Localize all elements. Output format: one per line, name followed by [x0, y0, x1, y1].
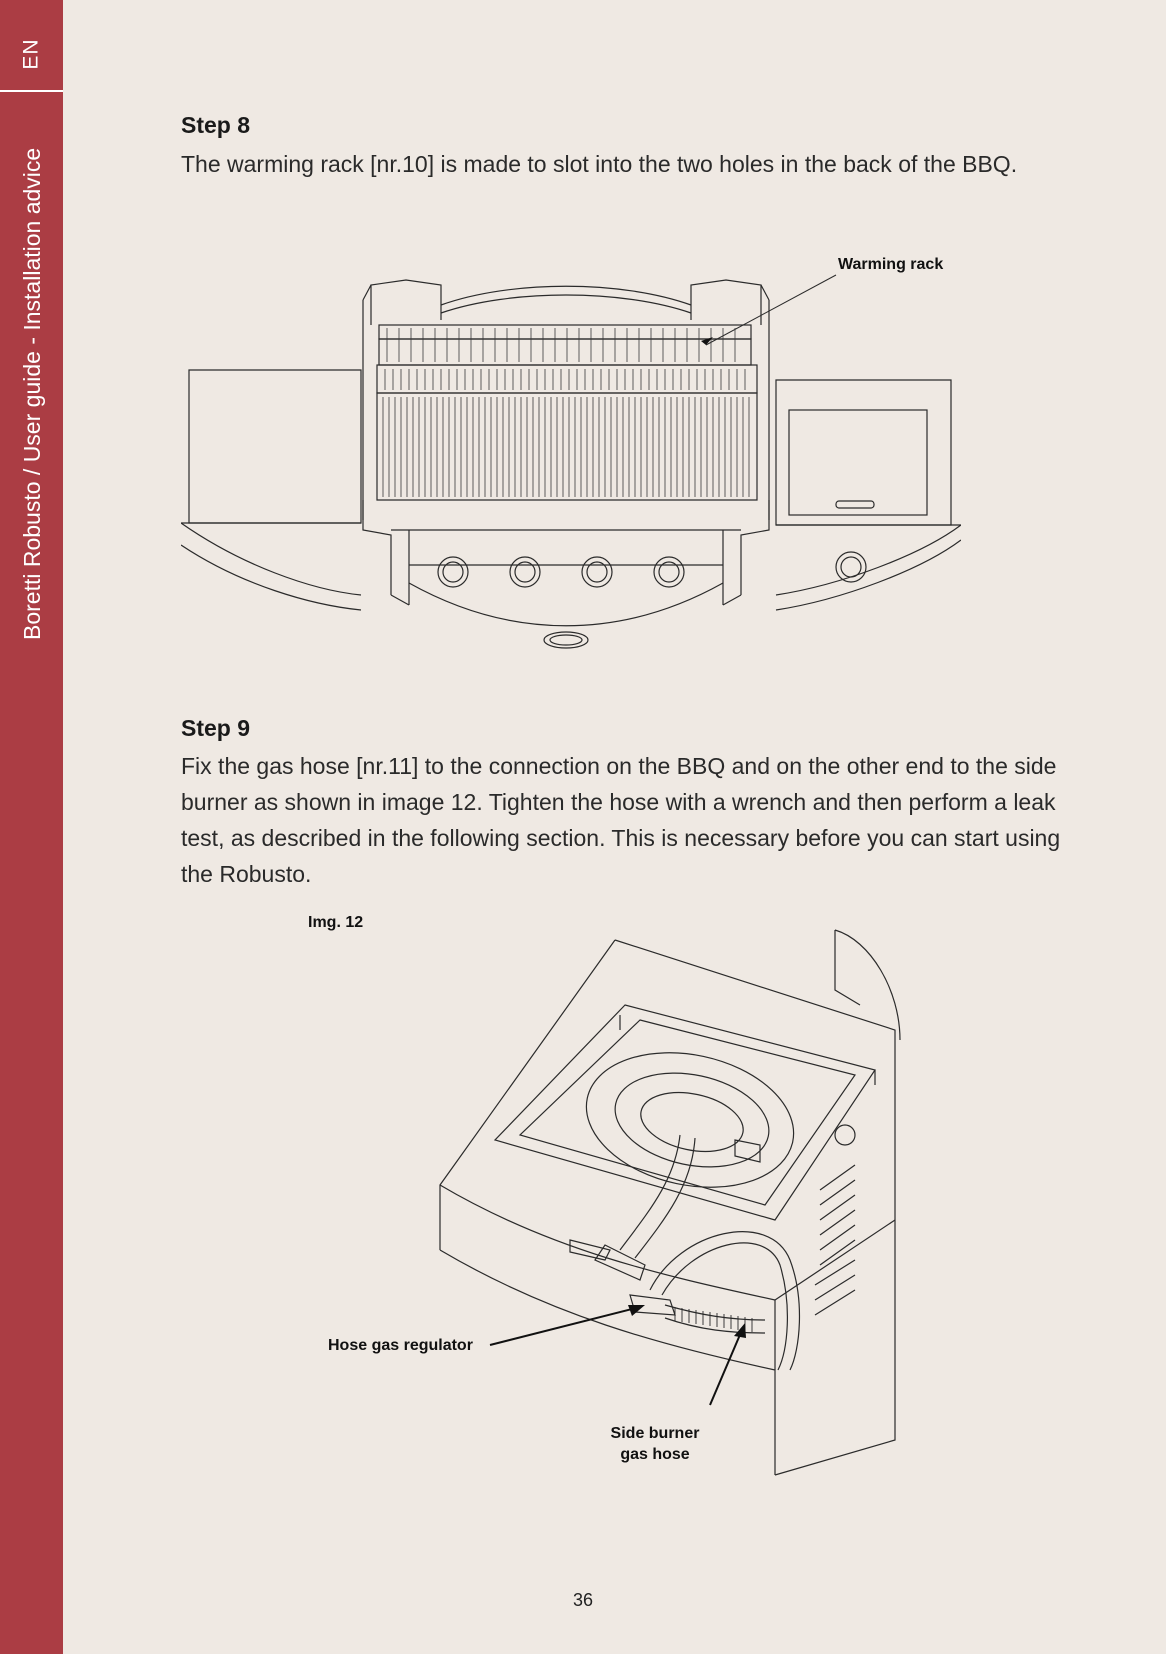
sidebar-title: Boretti Robusto / User guide - Installat…: [19, 147, 45, 640]
img-12-caption: Img. 12: [308, 914, 364, 931]
step-8-text: The warming rack [nr.10] is made to slot…: [181, 151, 1018, 177]
step-9-heading: Step 9: [181, 715, 251, 741]
sidebar-divider: [0, 90, 63, 92]
label-hose-gas-regulator: Hose gas regulator: [328, 1337, 473, 1354]
step-9-text: Fix the gas hose [nr.11] to the connecti…: [181, 753, 1061, 887]
figure-2-annotation-arrows: [489, 1305, 746, 1406]
language-label: EN: [19, 38, 43, 70]
label-side-burner-line1: Side burner: [610, 1425, 700, 1442]
language-tab: EN: [0, 24, 63, 84]
page-number: 36: [572, 1590, 594, 1610]
side-burner-gas-hose-illustration: [439, 929, 901, 1476]
step-8-heading: Step 8: [181, 112, 251, 138]
sidebar: EN Boretti Robusto / User guide - Instal…: [0, 0, 63, 1654]
bbq-warming-rack-illustration: [181, 274, 961, 649]
label-warming-rack: Warming rack: [838, 256, 944, 273]
label-side-burner-line2: gas hose: [620, 1446, 690, 1463]
